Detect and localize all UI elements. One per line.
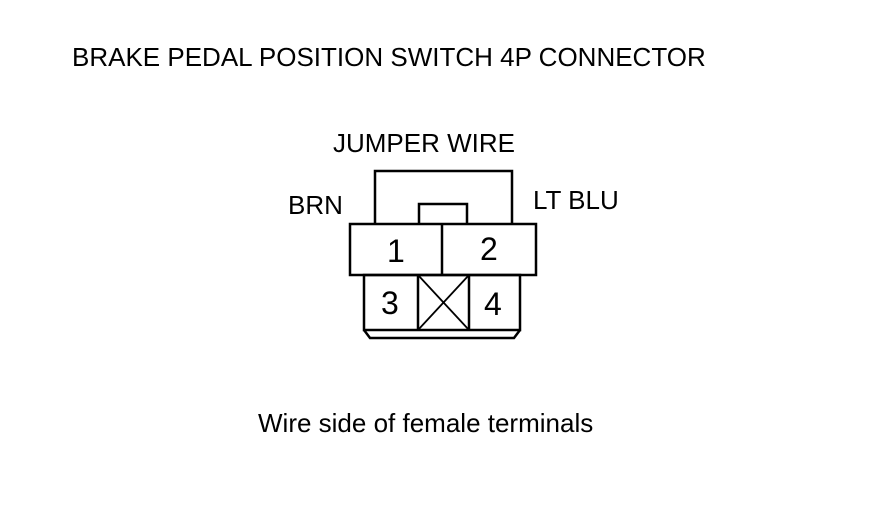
diagram-caption: Wire side of female terminals [258, 408, 594, 438]
x-mark-icon [417, 274, 470, 331]
jumper-wire-label: JUMPER WIRE [333, 128, 515, 158]
jumper-wire [373, 169, 514, 224]
terminal-4-number: 4 [484, 286, 502, 322]
diagram-title: BRAKE PEDAL POSITION SWITCH 4P CONNECTOR [72, 42, 706, 72]
wire-color-right-label: LT BLU [533, 185, 619, 215]
terminal-1-number: 1 [387, 233, 405, 269]
terminal-3-number: 3 [381, 285, 399, 321]
connector-base [363, 329, 521, 340]
terminal-2-number: 2 [480, 231, 498, 267]
connector-lower-body [362, 273, 522, 332]
locking-tab [417, 202, 469, 224]
wire-color-left-label: BRN [288, 190, 343, 220]
